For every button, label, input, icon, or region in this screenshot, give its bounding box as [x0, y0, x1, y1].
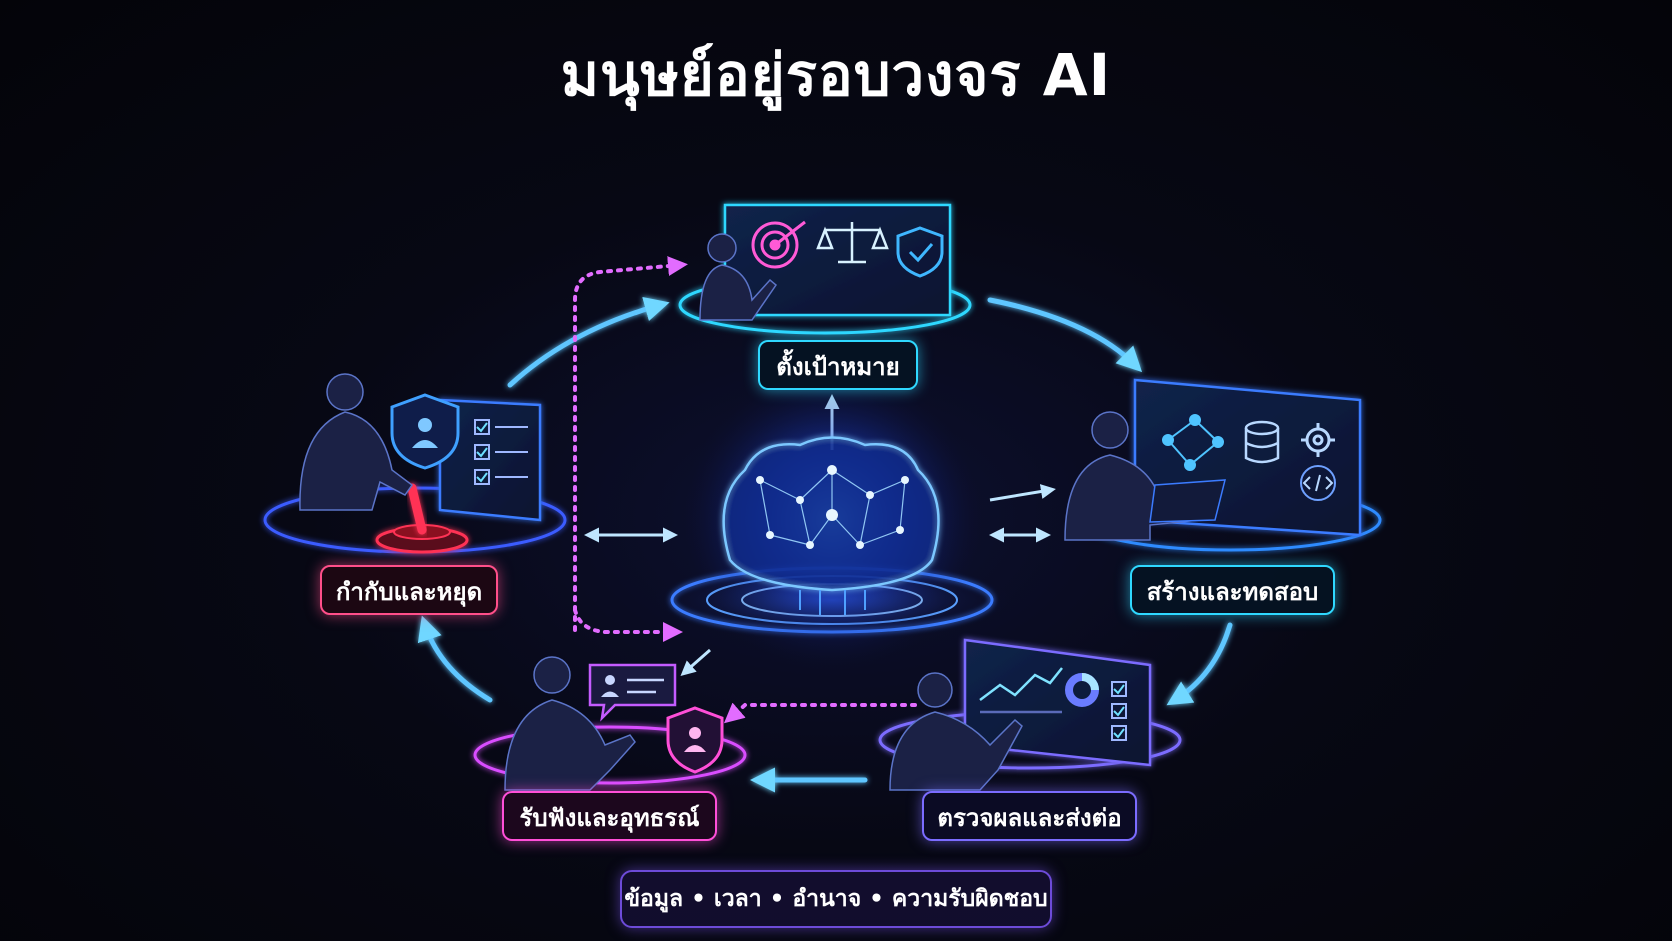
- arrow-goal-to-build: [987, 297, 1143, 373]
- person-review: [889, 672, 1023, 791]
- page-title: มนุษย์อยู่รอบวงจร AI: [560, 41, 1112, 109]
- shield-user-icon-feedback: [666, 706, 724, 774]
- arrow-control-to-goal: [507, 296, 670, 388]
- stage-goal-scene: [678, 203, 972, 335]
- checklist-icon: [1111, 681, 1127, 741]
- person-control: [299, 373, 414, 511]
- stage-label-feedback: รับฟังและอุทธรณ์: [502, 791, 717, 841]
- shield-check-icon: [896, 226, 944, 278]
- network-graph-icon: [1162, 414, 1224, 471]
- dotted-arrow-to-control-return: [573, 608, 683, 642]
- scales-icon: [816, 222, 889, 264]
- shield-user-icon: [390, 393, 460, 470]
- ai-brain-icon: [652, 370, 1012, 670]
- footer-pillars: ข้อมูล • เวลา • อำนาจ • ความรับผิดชอบ: [620, 870, 1052, 928]
- dotted-arrow-review-to-feedback: [723, 702, 917, 724]
- cycle-arrows: [417, 296, 1233, 793]
- line-chart-icon: [979, 667, 1063, 714]
- stage-label-control: กำกับและหยุด: [320, 565, 498, 615]
- center-down-left-arrow: [680, 648, 711, 676]
- arrow-feedback-to-control: [417, 615, 493, 703]
- target-icon: [751, 220, 806, 269]
- checklist-icon-control: [474, 419, 528, 485]
- person-build: [1064, 411, 1226, 541]
- person-feedback: [504, 656, 636, 791]
- stop-lever-icon: [375, 483, 469, 554]
- stage-feedback-scene: [473, 656, 747, 791]
- gear-icon: [1301, 423, 1335, 457]
- person-goal: [699, 233, 778, 321]
- donut-chart-icon: [1065, 673, 1099, 707]
- center-right-arrow: [989, 484, 1056, 502]
- stage-build-scene: [1064, 378, 1382, 552]
- stage-label-build: สร้างและทดสอบ: [1130, 565, 1335, 615]
- stage-review-scene: [878, 638, 1182, 791]
- stage-label-review: ตรวจผลและส่งต่อ: [922, 791, 1137, 841]
- feedback-dotted-arrows: [573, 256, 917, 724]
- code-icon: [1300, 465, 1336, 501]
- stage-label-goal: ตั้งเป้าหมาย: [758, 340, 918, 390]
- dotted-arrow-to-goal: [573, 256, 688, 632]
- chat-bubble-icon: [588, 663, 677, 722]
- stage-control-scene: [263, 373, 567, 554]
- database-icon: [1244, 420, 1280, 464]
- arrow-build-to-review: [1166, 622, 1233, 706]
